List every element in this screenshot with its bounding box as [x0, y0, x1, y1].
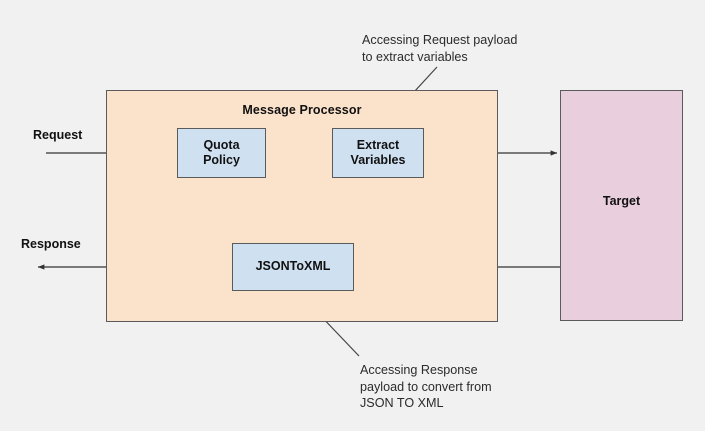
target-label: Target: [602, 194, 641, 208]
extract-variables-box[interactable]: Extract Variables: [332, 128, 424, 178]
message-processor-title: Message Processor: [242, 103, 362, 117]
request-annotation-text: Accessing Request payload to extract var…: [362, 33, 518, 64]
request-label: Request: [33, 128, 83, 142]
response-annotation-text: Accessing Response payload to convert fr…: [360, 363, 492, 411]
quota-policy-box[interactable]: Quota Policy: [177, 128, 266, 178]
target-container[interactable]: Target: [560, 90, 683, 321]
response-label: Response: [21, 237, 81, 251]
jsontoxml-box[interactable]: JSONToXML: [232, 243, 354, 291]
